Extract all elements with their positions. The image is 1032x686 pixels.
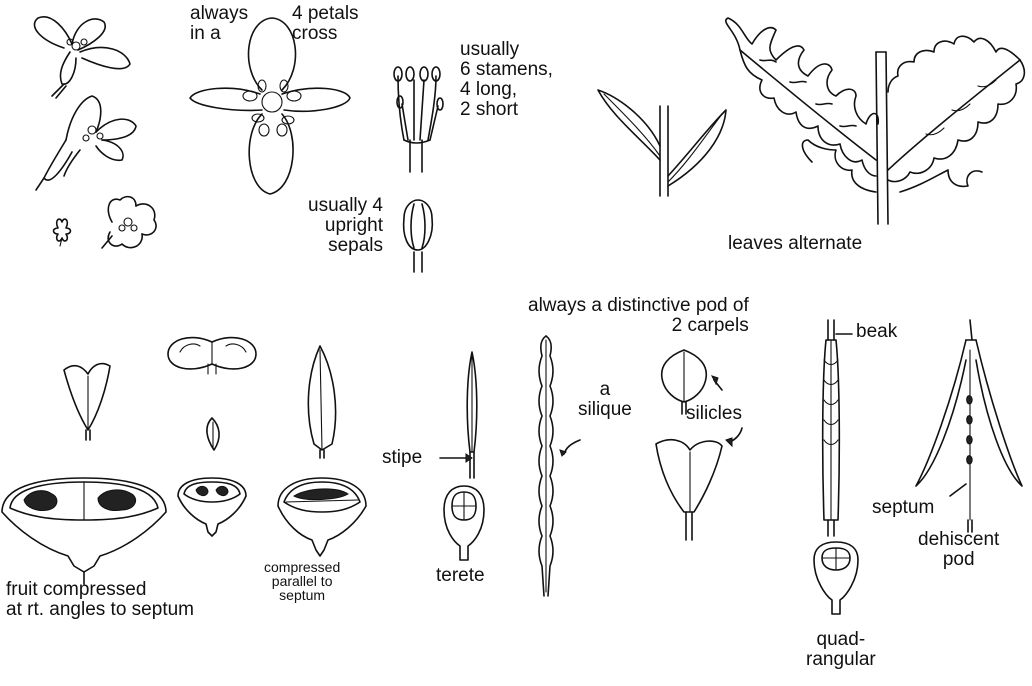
label-always-in-a: always in a — [190, 4, 248, 44]
label-dehiscent-pod: dehiscent pod — [918, 530, 999, 570]
label-four-petals-cross: 4 petals cross — [292, 4, 359, 44]
fruit-pod-icon — [2, 478, 166, 584]
flower-side-icon — [36, 96, 136, 190]
stamens-icon — [394, 67, 443, 172]
label-terete: terete — [436, 566, 485, 586]
label-fruit-compressed-septum: fruit compressed at rt. angles to septum — [6, 580, 194, 620]
label-beak: beak — [856, 322, 897, 342]
label-leaves-alternate: leaves alternate — [728, 234, 862, 254]
fruit-pod-icon — [656, 428, 742, 540]
fruit-pod-icon — [539, 336, 580, 596]
cross-flower-icon — [54, 219, 71, 246]
label-quadrangular: quad- rangular — [806, 630, 876, 670]
label-pod-of-carpels: always a distinctive pod of 2 carpels — [528, 296, 749, 336]
flower-side-icon — [102, 197, 156, 248]
fruit-pod-icon — [814, 542, 858, 614]
leaf-icon — [726, 18, 1025, 224]
label-silicles: silicles — [686, 404, 742, 424]
fruit-pod-icon — [278, 478, 366, 556]
label-septum: septum — [872, 498, 934, 518]
fruit-pod-icon — [444, 486, 484, 560]
sepal-bud-icon — [404, 200, 433, 272]
fruit-pod-icon — [178, 478, 246, 536]
label-sepals: usually 4 upright sepals — [308, 196, 383, 256]
leaf-icon — [598, 90, 726, 196]
label-compressed-parallel: compressed parallel to septum — [264, 560, 340, 602]
fruit-pod-icon — [64, 364, 110, 440]
fruit-pod-icon — [168, 338, 256, 374]
label-stipe: stipe — [382, 448, 422, 468]
label-a-silique: a silique — [578, 380, 632, 420]
flower-side-icon — [34, 17, 130, 98]
fruit-pod-icon — [823, 320, 852, 536]
label-stamens: usually 6 stamens, 4 long, 2 short — [460, 40, 553, 120]
fruit-pod-icon — [440, 352, 477, 478]
fruit-pod-icon — [207, 418, 219, 450]
cross-flower-icon — [190, 18, 350, 194]
fruit-pod-icon — [308, 346, 335, 458]
